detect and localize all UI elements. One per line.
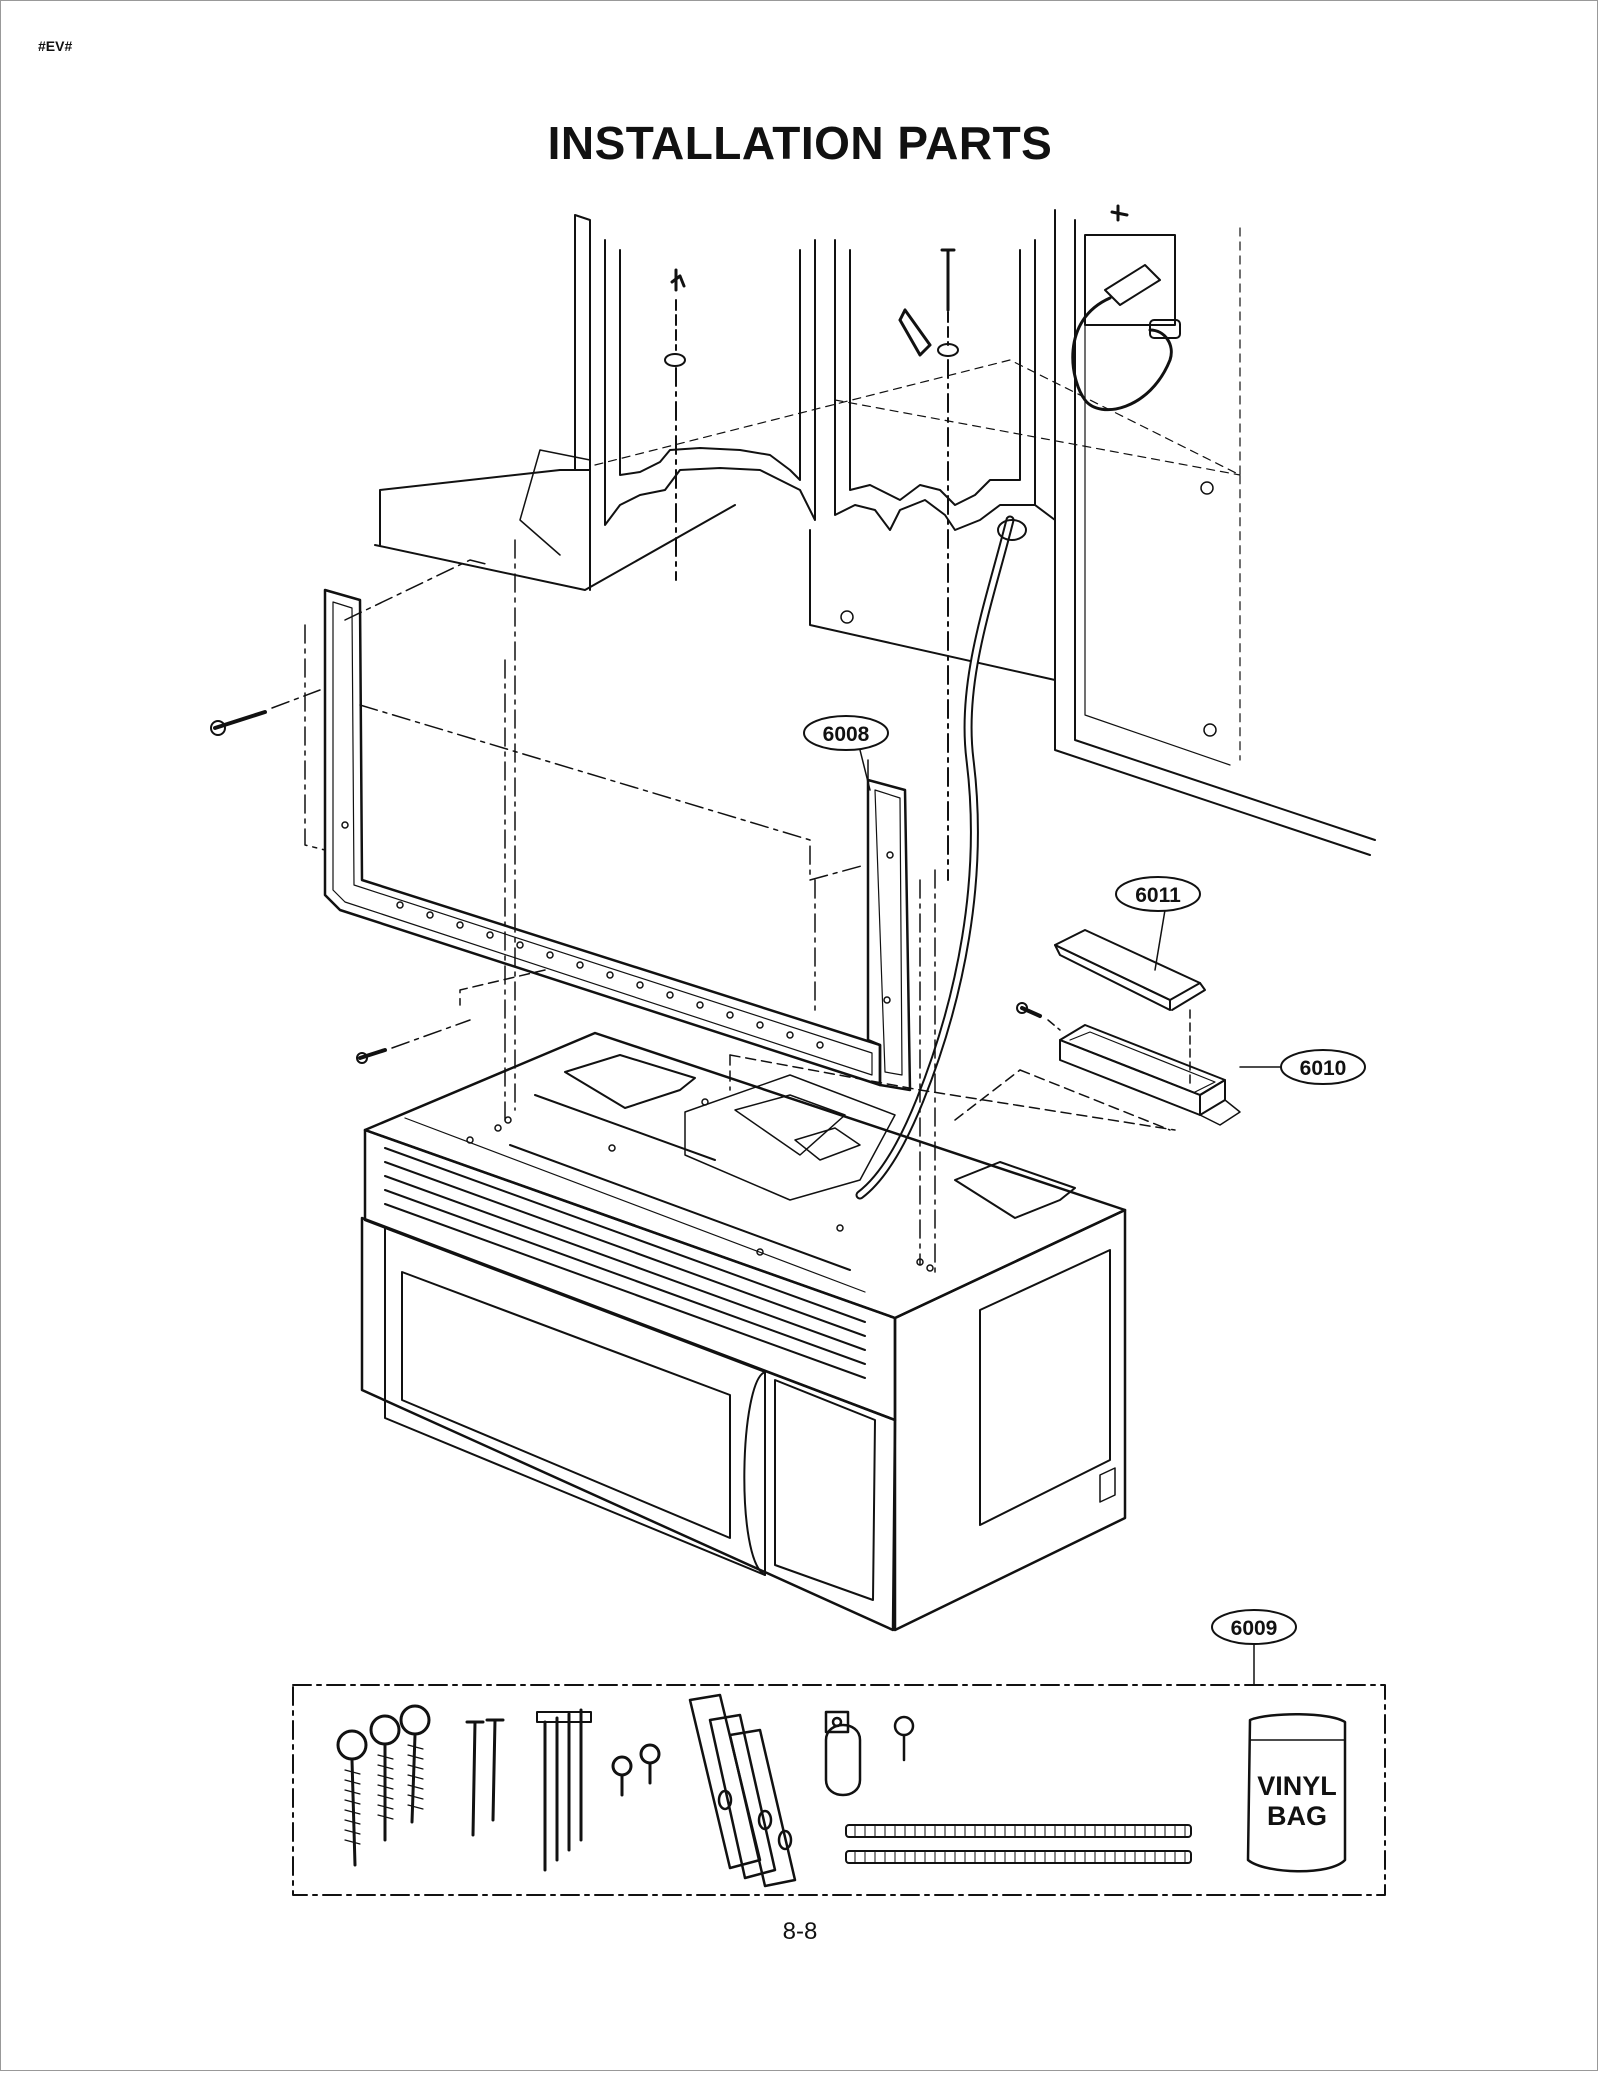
damper-parts (1016, 909, 1281, 1126)
callout-6011: 6011 (1115, 876, 1201, 912)
installation-kit: VINYL BAG (292, 1644, 1386, 1896)
page-title: INSTALLATION PARTS (547, 117, 1053, 169)
document-tag: #EV# (38, 38, 73, 54)
callout-6008-label: 6008 (823, 723, 870, 746)
vinyl-bag-label-line1: VINYL (1257, 1771, 1337, 1801)
vinyl-bag-label-line2: BAG (1267, 1801, 1327, 1831)
mounting-plate (210, 539, 936, 1276)
callout-6011-label: 6011 (1135, 884, 1181, 907)
callout-6009: 6009 (1211, 1609, 1297, 1645)
callout-6010-label: 6010 (1300, 1057, 1347, 1080)
page-number: 8-8 (782, 1918, 818, 1945)
callout-6009-label: 6009 (1231, 1617, 1278, 1640)
microwave-oven (360, 1031, 1176, 1632)
callout-6008: 6008 (803, 715, 889, 751)
upper-cabinets (374, 204, 1376, 1200)
callout-6010: 6010 (1280, 1049, 1366, 1085)
